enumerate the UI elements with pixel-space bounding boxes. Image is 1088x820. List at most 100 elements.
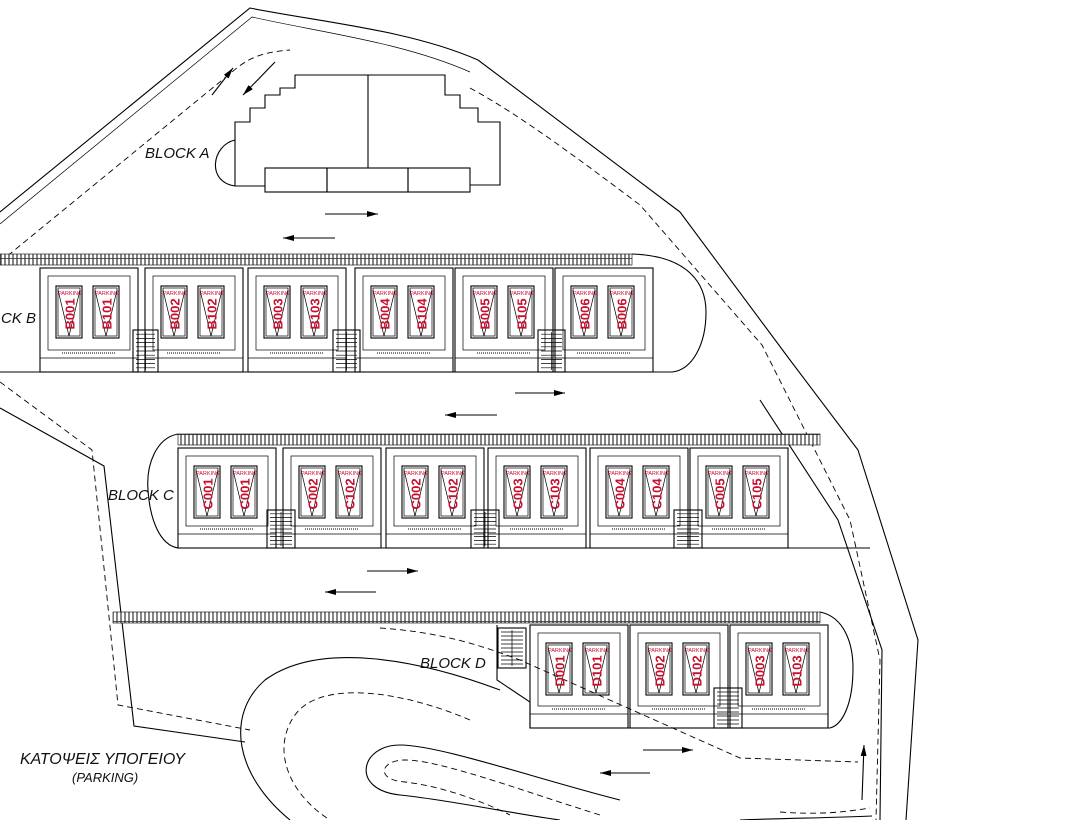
parking-slot-caption: PARKING	[410, 291, 434, 297]
parking-slot-label: D002	[653, 655, 668, 686]
car-symbol-line	[243, 469, 256, 517]
parking-slot-outline	[570, 285, 598, 339]
parking-slot-label: B103	[308, 298, 323, 329]
unit-inner-wall	[290, 455, 374, 527]
parking-slot-outline	[503, 465, 531, 519]
parking-slot-caption: PARKING	[95, 291, 119, 297]
car-symbol-line	[795, 646, 808, 694]
stairwell-outline	[470, 509, 500, 549]
parking-slot-label: C105	[750, 478, 765, 509]
parking-slot-label: D003	[753, 655, 768, 686]
ramp-edge	[240, 657, 501, 820]
parking-slot-label: B001	[63, 298, 78, 329]
parking-slot-outline	[55, 285, 83, 339]
parking-slot-caption: PARKING	[233, 471, 257, 477]
unit-outline	[247, 267, 347, 373]
unit-inner-wall	[562, 275, 646, 351]
parking-slot-label: C104	[650, 478, 665, 510]
unit-outline	[282, 447, 382, 549]
stairwell	[713, 687, 743, 729]
ramp-edge	[739, 815, 873, 820]
stairwell	[537, 329, 566, 373]
parking-slot-label: B105	[515, 298, 530, 329]
unit-outline	[39, 267, 139, 373]
stairwell	[132, 329, 159, 373]
parking-slot-label: C005	[713, 478, 728, 509]
parking-slot-caption: PARKING	[548, 648, 572, 654]
car-symbol-line	[758, 646, 771, 694]
parking-slot-caption: PARKING	[196, 471, 220, 477]
parking-slot-caption: PARKING	[58, 291, 82, 297]
parking-slot-outline	[160, 285, 188, 339]
parking-slot-outline	[582, 642, 610, 696]
car-symbol-line	[718, 469, 731, 517]
unit-outline	[177, 447, 277, 549]
unit-inner-wall	[47, 275, 131, 351]
unit-inner-wall	[393, 455, 477, 527]
car-symbol-line	[68, 289, 81, 337]
unit-outline	[487, 447, 587, 549]
block-a-bay	[326, 167, 409, 193]
parking-slot-label: C103	[548, 478, 563, 509]
unit-outline	[629, 624, 729, 729]
car-symbol-line	[784, 646, 797, 694]
car-symbol-line	[644, 469, 657, 517]
car-symbol-line	[655, 469, 668, 517]
car-symbol-line	[583, 289, 596, 337]
traffic-arrow	[860, 744, 867, 801]
car-symbol-line	[94, 289, 107, 337]
car-symbol-line	[199, 289, 212, 337]
block-a-label: BLOCK A	[145, 145, 209, 162]
plan-title-main: ΚΑΤΟΨΕΙΣ ΥΠΟΓΕΙΟΥ	[20, 751, 186, 768]
parking-slot-caption: PARKING	[785, 648, 809, 654]
parking-slot-outline	[263, 285, 291, 339]
stairwell-outline	[266, 509, 296, 549]
car-symbol-line	[572, 289, 585, 337]
car-symbol-line	[57, 289, 70, 337]
hatched-retaining-wall	[177, 433, 821, 446]
block-c-end-curve	[147, 433, 179, 549]
parking-slot-caption: PARKING	[585, 648, 609, 654]
car-symbol-line	[276, 289, 289, 337]
car-symbol-line	[403, 469, 416, 517]
parking-slot-caption: PARKING	[163, 291, 187, 297]
block-b-end-curve	[631, 253, 707, 373]
stairwell-outline	[132, 329, 159, 373]
car-symbol-line	[206, 469, 219, 517]
car-symbol-line	[755, 469, 768, 517]
car-symbol-line	[707, 469, 720, 517]
site-boundary-line	[0, 407, 246, 743]
car-symbol-line	[747, 646, 760, 694]
plan-title-sub: (PARKING)	[72, 770, 138, 785]
car-symbol-line	[311, 469, 324, 517]
unit-inner-wall	[255, 275, 339, 351]
parking-slot-caption: PARKING	[200, 291, 224, 297]
parking-slot-caption: PARKING	[745, 471, 769, 477]
parking-slot-caption: PARKING	[685, 648, 709, 654]
car-symbol-line	[414, 469, 427, 517]
parking-slot-label: B104	[415, 298, 430, 330]
stairwell	[266, 509, 296, 549]
unit-outline	[729, 624, 829, 729]
